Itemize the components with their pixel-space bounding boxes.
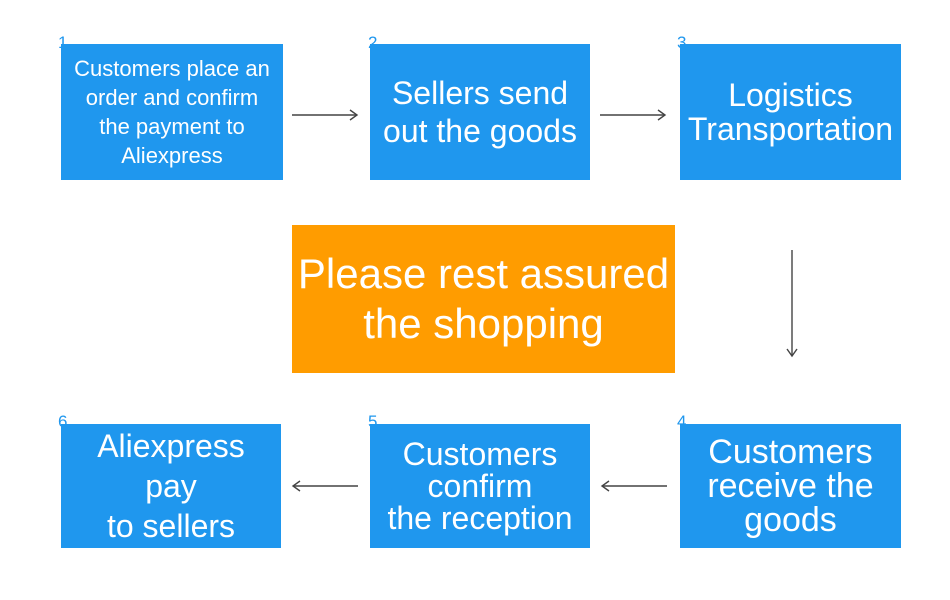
center-message-text: Please rest assured the shopping xyxy=(297,250,670,347)
step-2-text: Sellers send out the goods xyxy=(383,75,577,149)
step-1-box: Customers place an order and confirm the… xyxy=(61,44,283,180)
arrow-step3-to-step4 xyxy=(786,250,798,358)
arrow-step5-to-step6 xyxy=(291,480,358,492)
step-6-box: Aliexpress pay to sellers xyxy=(61,424,281,548)
step-4-text: Customers receive the goods xyxy=(707,433,874,539)
step-5-text: Customers confirm the reception xyxy=(387,436,573,536)
arrow-step4-to-step5 xyxy=(600,480,667,492)
step-5-box: Customers confirm the reception xyxy=(370,424,590,548)
step-4-box: Customers receive the goods xyxy=(680,424,901,548)
arrow-step2-to-step3 xyxy=(600,109,667,121)
step-2-box: Sellers send out the goods xyxy=(370,44,590,180)
step-1-text: Customers place an order and confirm the… xyxy=(74,56,270,168)
step-6-text: Aliexpress pay to sellers xyxy=(97,428,245,544)
center-message-box: Please rest assured the shopping xyxy=(292,225,675,373)
step-3-text: Logistics Transportation xyxy=(687,77,894,147)
arrow-step1-to-step2 xyxy=(292,109,359,121)
step-3-box: Logistics Transportation xyxy=(680,44,901,180)
